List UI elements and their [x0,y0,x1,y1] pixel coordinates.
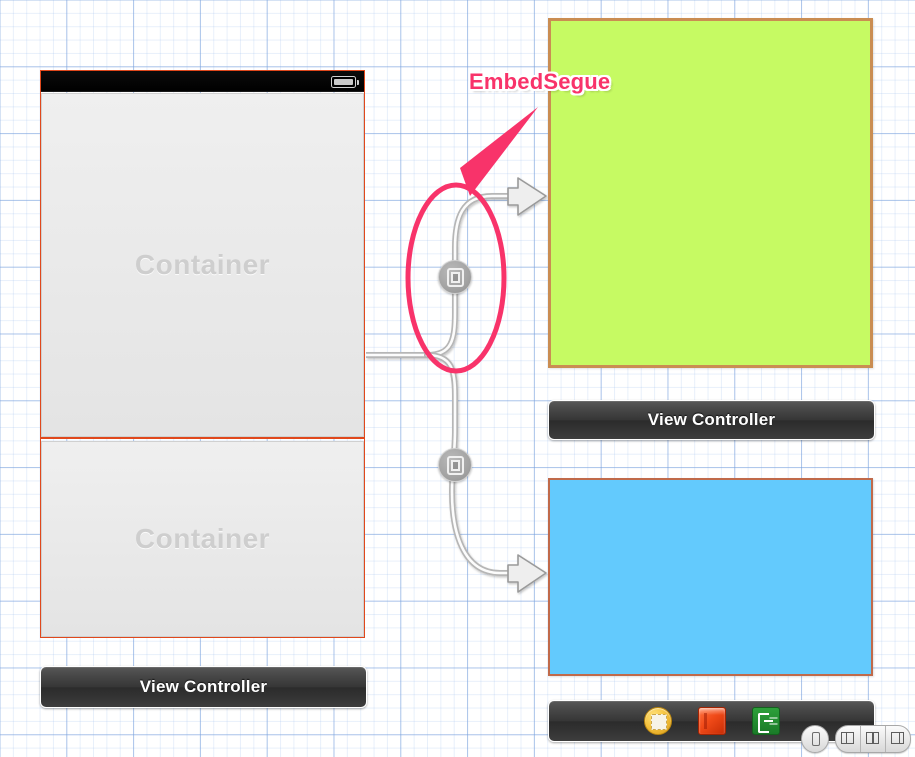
container-view-top[interactable]: Container [41,93,364,437]
scene-title-bar-green[interactable]: View Controller [548,400,875,440]
container-label: Container [134,523,271,554]
scene-green-view[interactable] [548,18,873,368]
container-label: Container [134,249,271,280]
first-responder-object-icon[interactable] [697,707,726,735]
scene-blue-view[interactable] [548,478,873,676]
embed-glyph-inner [451,272,460,283]
zoom-fit-icon[interactable] [861,726,886,752]
zoom-segmented-control[interactable] [835,725,911,753]
view-controller-object-icon[interactable] [643,707,672,735]
embed-glyph-outer [447,456,464,475]
container-divider [40,437,365,439]
scene-view-controller-phone[interactable]: Container Container [40,70,365,638]
scene-object-toolbar-blue[interactable] [548,700,875,742]
embed-segue-icon-top[interactable] [438,260,472,294]
scene-title-label: View Controller [139,677,268,696]
annotation-label: EmbedSegue [469,69,611,94]
embed-glyph-inner [451,460,460,471]
exit-object-icon[interactable] [751,707,780,735]
object-icons-group [643,707,780,735]
zoom-out-icon[interactable] [836,726,861,752]
scene-title-label: View Controller [647,410,776,429]
container-view-bottom[interactable]: Container [41,441,364,637]
scene-title-bar-phone[interactable]: View Controller [40,666,367,708]
battery-icon [331,76,359,88]
zoom-in-icon[interactable] [886,726,910,752]
embed-segue-icon-bottom[interactable] [438,448,472,482]
canvas-bottom-controls[interactable] [801,725,911,753]
status-bar [40,70,365,92]
annotation-arrow [460,107,538,196]
device-orientation-icon[interactable] [801,725,829,753]
